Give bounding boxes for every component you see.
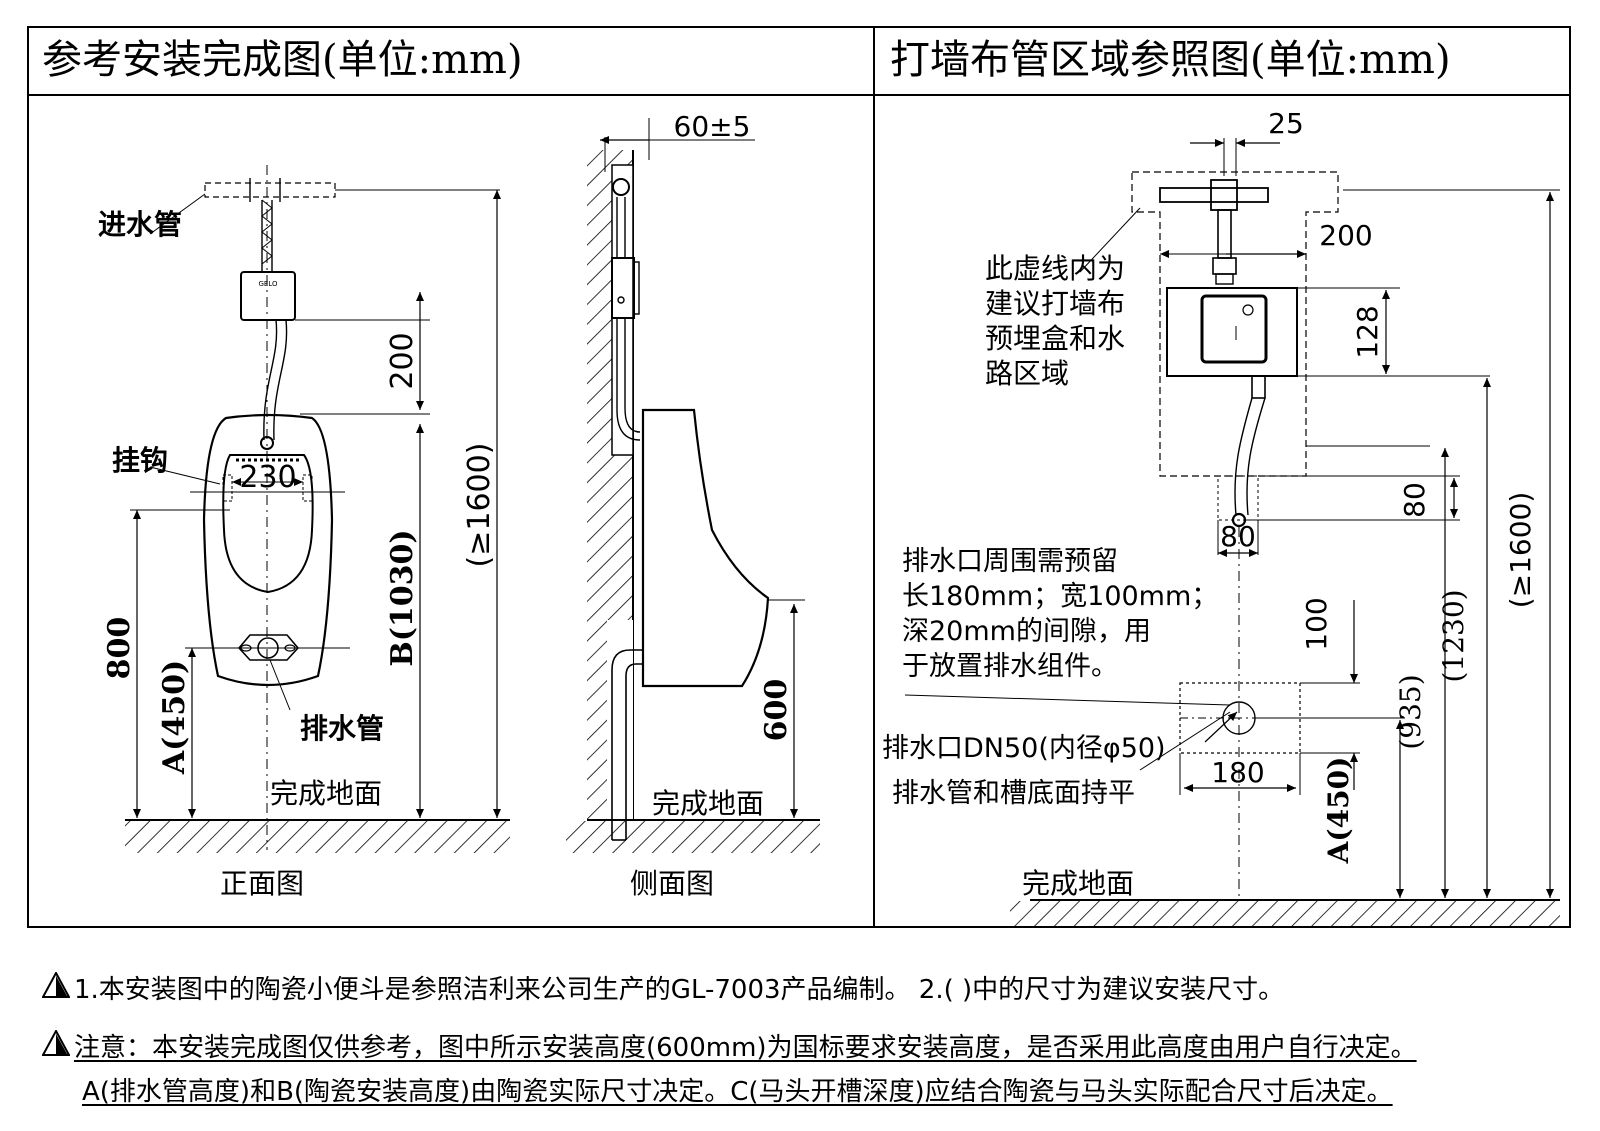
wall-dim-1600: (≥1600)	[1504, 492, 1537, 609]
front-caption: 正面图	[220, 867, 304, 900]
side-floor-label: 完成地面	[652, 787, 764, 820]
wall-layout-view	[904, 138, 1560, 927]
front-hook-label: 挂钩	[112, 444, 168, 477]
wall-gap-note-line4: 于放置排水组件。	[902, 651, 1118, 682]
wall-dim-25: 25	[1268, 107, 1304, 140]
inlet-pipe	[204, 182, 336, 198]
wall-gap-note-line1: 排水口周围需预留	[902, 546, 1118, 577]
warning-triangle-icon	[41, 970, 71, 1007]
wall-dim-80-vertical: 80	[1398, 482, 1431, 518]
right-panel-title: 打墙布管区域参照图(单位:mm)	[890, 37, 1451, 83]
note-line-2: 注意：本安装完成图仅供参考，图中所示安装高度(600mm)为国标要求安装高度，是…	[41, 1028, 1417, 1065]
urinal-side	[641, 408, 770, 688]
wall-dim-128: 128	[1351, 305, 1384, 358]
front-view: GELO	[125, 165, 510, 853]
front-inlet-label: 进水管	[98, 208, 182, 241]
note-line-2-text: 注意：本安装完成图仅供参考，图中所示安装高度(600mm)为国标要求安装高度，是…	[74, 1033, 1417, 1063]
note-line-1-text: 1.本安装图中的陶瓷小便斗是参照洁利来公司生产的GL-7003产品编制。 2.(…	[74, 975, 1285, 1005]
wall-dim-1230: (1230)	[1437, 589, 1470, 682]
flush-valve	[240, 271, 296, 321]
front-dim-a450: A(450)	[157, 660, 192, 775]
left-panel-title: 参考安装完成图(单位:mm)	[42, 37, 523, 83]
side-caption: 侧面图	[630, 867, 714, 900]
svg-text:GELO: GELO	[258, 280, 277, 288]
warning-triangle-icon	[41, 1028, 71, 1065]
front-dim-230: 230	[239, 460, 296, 495]
front-dim-b1030: B(1030)	[385, 529, 420, 666]
wall-gap-note-line3: 深20mm的间隙，用	[902, 616, 1151, 647]
front-dim-800: 800	[102, 617, 137, 680]
front-drain-label: 排水管	[300, 712, 384, 745]
front-dim-200: 200	[385, 332, 420, 389]
wall-dim-80-horizontal: 80	[1220, 520, 1256, 553]
wall-dim-200: 200	[1319, 219, 1372, 252]
note-line-3-text: A(排水管高度)和B(陶瓷安装高度)由陶瓷实际尺寸决定。C(马头开槽深度)应结合…	[82, 1077, 1393, 1107]
front-dim-1600: (≥1600)	[462, 443, 497, 568]
wall-box-note-line3: 预埋盒和水	[985, 322, 1125, 355]
wall-dim-a450: A(450)	[1322, 757, 1355, 865]
urinal-front	[202, 413, 334, 687]
note-line-1: 1.本安装图中的陶瓷小便斗是参照洁利来公司生产的GL-7003产品编制。 2.(…	[41, 970, 1285, 1007]
side-view	[566, 118, 820, 853]
side-dim-600: 600	[759, 679, 794, 742]
wall-outlet-label: 排水口DN50(内径φ50)	[882, 733, 1166, 764]
wall-floor-label: 完成地面	[1022, 867, 1134, 900]
wall-box-note-line2: 建议打墙布	[985, 287, 1125, 320]
embedded-box	[1166, 287, 1298, 377]
wall-dim-100: 100	[1300, 597, 1333, 650]
wall-dim-935: (935)	[1394, 674, 1427, 749]
side-dim-60: 60±5	[674, 110, 751, 143]
wall-box-note-line1: 此虚线内为	[985, 252, 1125, 285]
wall-box-note-line4: 路区域	[985, 357, 1069, 390]
wall-flush-label: 排水管和槽底面持平	[892, 778, 1135, 809]
drawing-frame	[27, 26, 1571, 928]
wall-gap-note-line2: 长180mm；宽100mm；	[902, 581, 1218, 612]
front-floor-label: 完成地面	[270, 777, 382, 810]
wall-dim-180: 180	[1211, 756, 1264, 789]
note-line-3: A(排水管高度)和B(陶瓷安装高度)由陶瓷实际尺寸决定。C(马头开槽深度)应结合…	[82, 1075, 1393, 1109]
